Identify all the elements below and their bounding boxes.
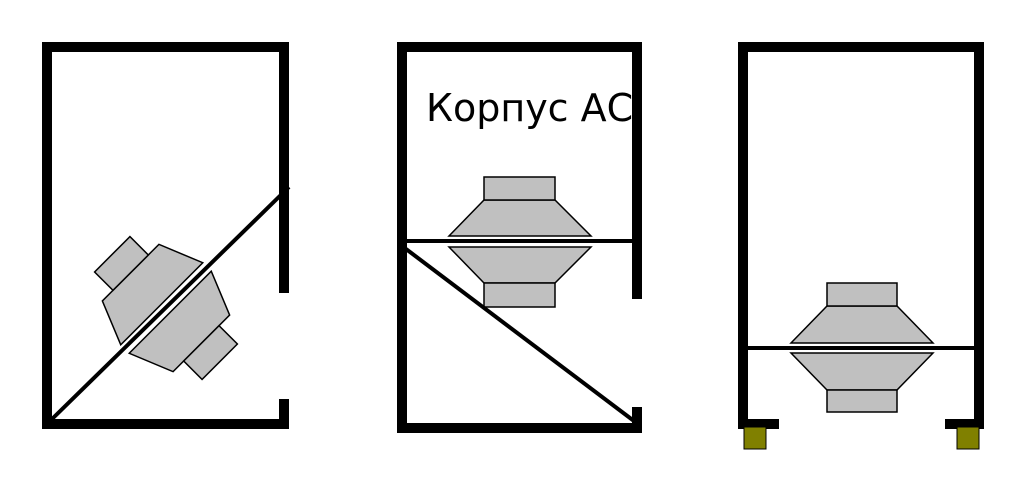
middle-diagonal-divider (404, 247, 636, 423)
right-speaker-lower-magnet (826, 389, 898, 413)
middle-speaker-lower-cone (447, 246, 593, 284)
left-speaker-lower-magnet (182, 324, 239, 381)
middle-enclosure-wall (397, 42, 642, 433)
middle-speaker-upper-magnet (483, 176, 556, 201)
panel-right (738, 42, 984, 450)
panel-left (42, 42, 291, 429)
left-speaker-upper-cone (101, 243, 205, 347)
right-foot-right (956, 426, 980, 450)
left-diagonal-baffle (48, 185, 291, 423)
left-speaker-pair (93, 235, 239, 381)
right-speaker-upper-cone (789, 305, 935, 344)
panel-middle: Корпус АС (397, 42, 642, 433)
left-speaker-lower-cone (127, 269, 231, 373)
left-speaker-upper-magnet (93, 235, 150, 292)
middle-speaker-lower-magnet (483, 282, 556, 308)
right-speaker-lower-cone (789, 352, 935, 391)
right-enclosure-wall (738, 42, 984, 429)
right-speaker-upper-magnet (826, 282, 898, 307)
middle-panel-label: Корпус АС (426, 86, 633, 130)
right-foot-left (743, 426, 767, 450)
middle-speaker-upper-cone (447, 199, 593, 237)
left-enclosure-wall (42, 42, 289, 429)
